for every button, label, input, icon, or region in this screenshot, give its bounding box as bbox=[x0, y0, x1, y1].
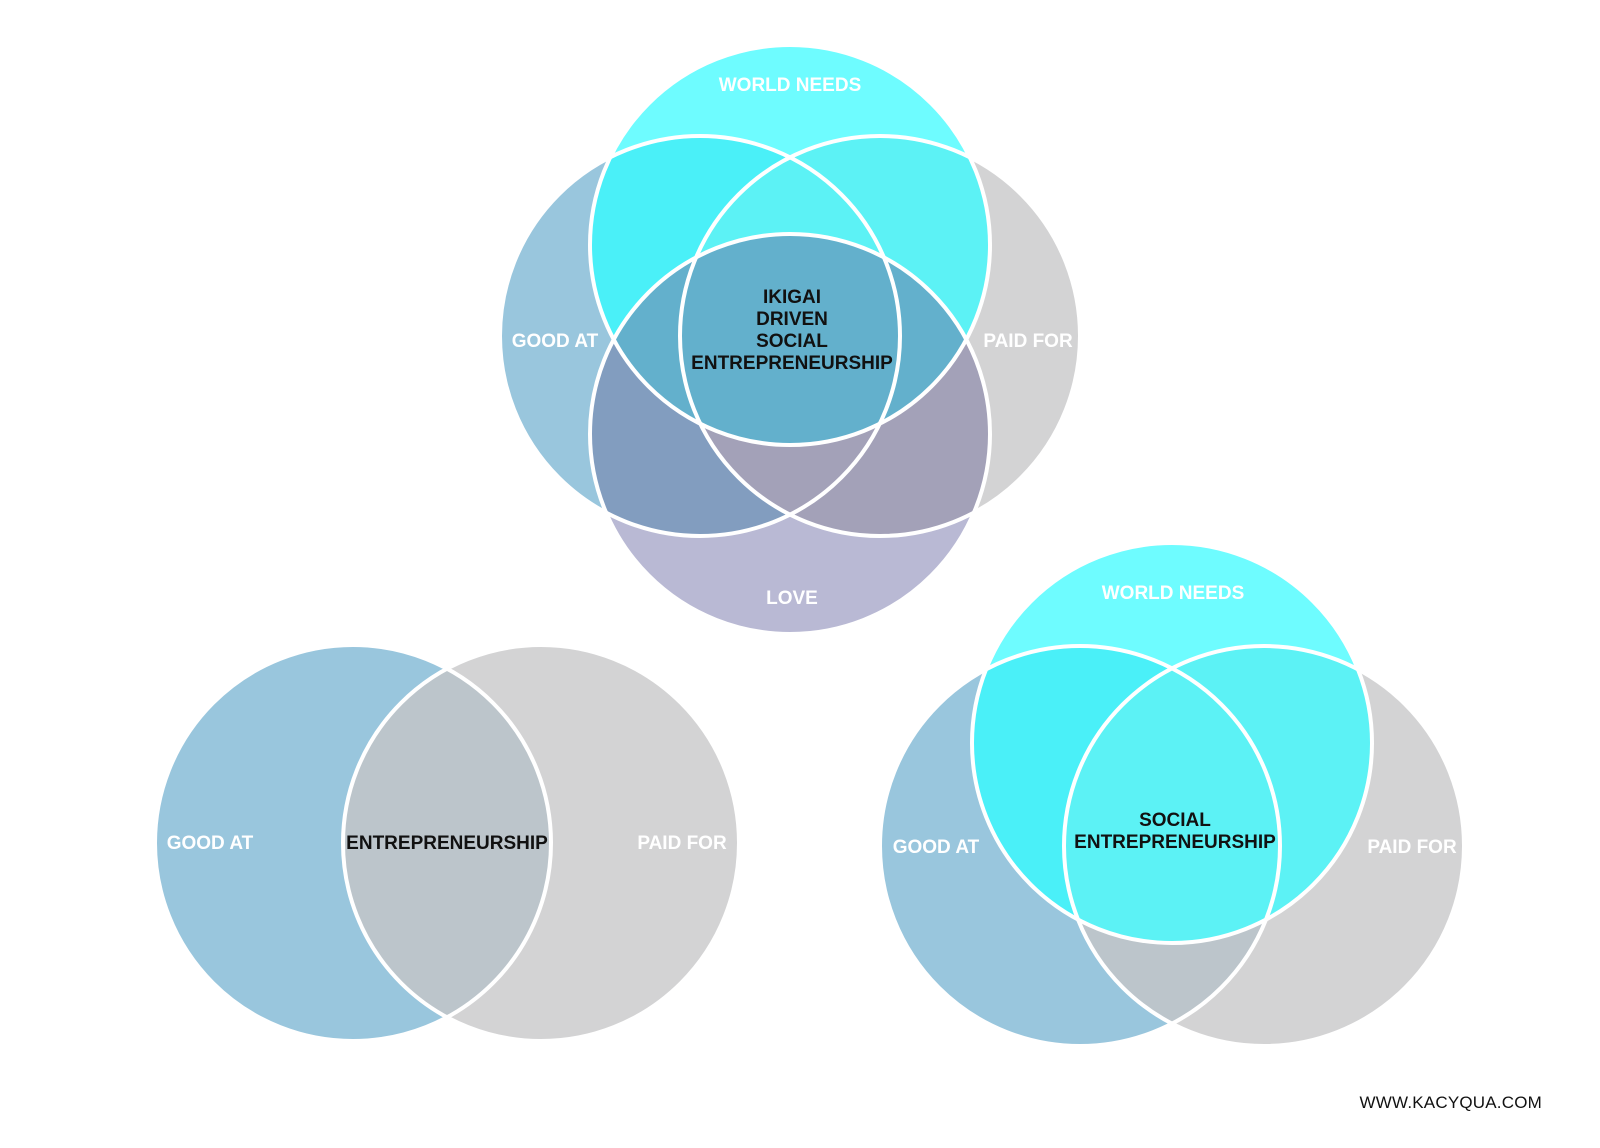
ikigai-center-line-3: SOCIAL bbox=[756, 331, 828, 352]
social-label-world-needs: WORLD NEEDS bbox=[1102, 583, 1245, 604]
ikigai-center-line-1: IKIGAI bbox=[763, 287, 821, 308]
ikigai-diagram: WORLD NEEDS GOOD AT PAID FOR LOVE IKIGAI… bbox=[498, 43, 1082, 636]
entrepreneurship-label-good-at: GOOD AT bbox=[167, 833, 254, 854]
social-label-good-at: GOOD AT bbox=[893, 837, 980, 858]
social-center-line-2: ENTREPRENEURSHIP bbox=[1074, 832, 1276, 853]
ikigai-label-love: LOVE bbox=[766, 588, 818, 609]
entrepreneurship-center: ENTREPRENEURSHIP bbox=[346, 833, 548, 854]
ikigai-center-line-2: DRIVEN bbox=[756, 309, 828, 330]
social-entrepreneurship-diagram: WORLD NEEDS GOOD AT PAID FOR SOCIAL ENTR… bbox=[878, 541, 1466, 1048]
ikigai-label-good-at: GOOD AT bbox=[512, 331, 599, 352]
ikigai-label-world-needs: WORLD NEEDS bbox=[719, 75, 862, 96]
social-center-line-1: SOCIAL bbox=[1139, 810, 1211, 831]
ikigai-label-paid-for: PAID FOR bbox=[983, 331, 1073, 352]
ikigai-center-line-4: ENTREPRENEURSHIP bbox=[691, 353, 893, 374]
social-core bbox=[1064, 646, 1280, 943]
entrepreneurship-diagram: GOOD AT PAID FOR ENTREPRENEURSHIP bbox=[153, 643, 741, 1043]
social-label-paid-for: PAID FOR bbox=[1367, 837, 1457, 858]
website-footer: WWW.KACYQUA.COM bbox=[1359, 1093, 1542, 1112]
entrepreneurship-label-paid-for: PAID FOR bbox=[637, 833, 727, 854]
entrepreneurship-overlap bbox=[343, 645, 551, 1041]
